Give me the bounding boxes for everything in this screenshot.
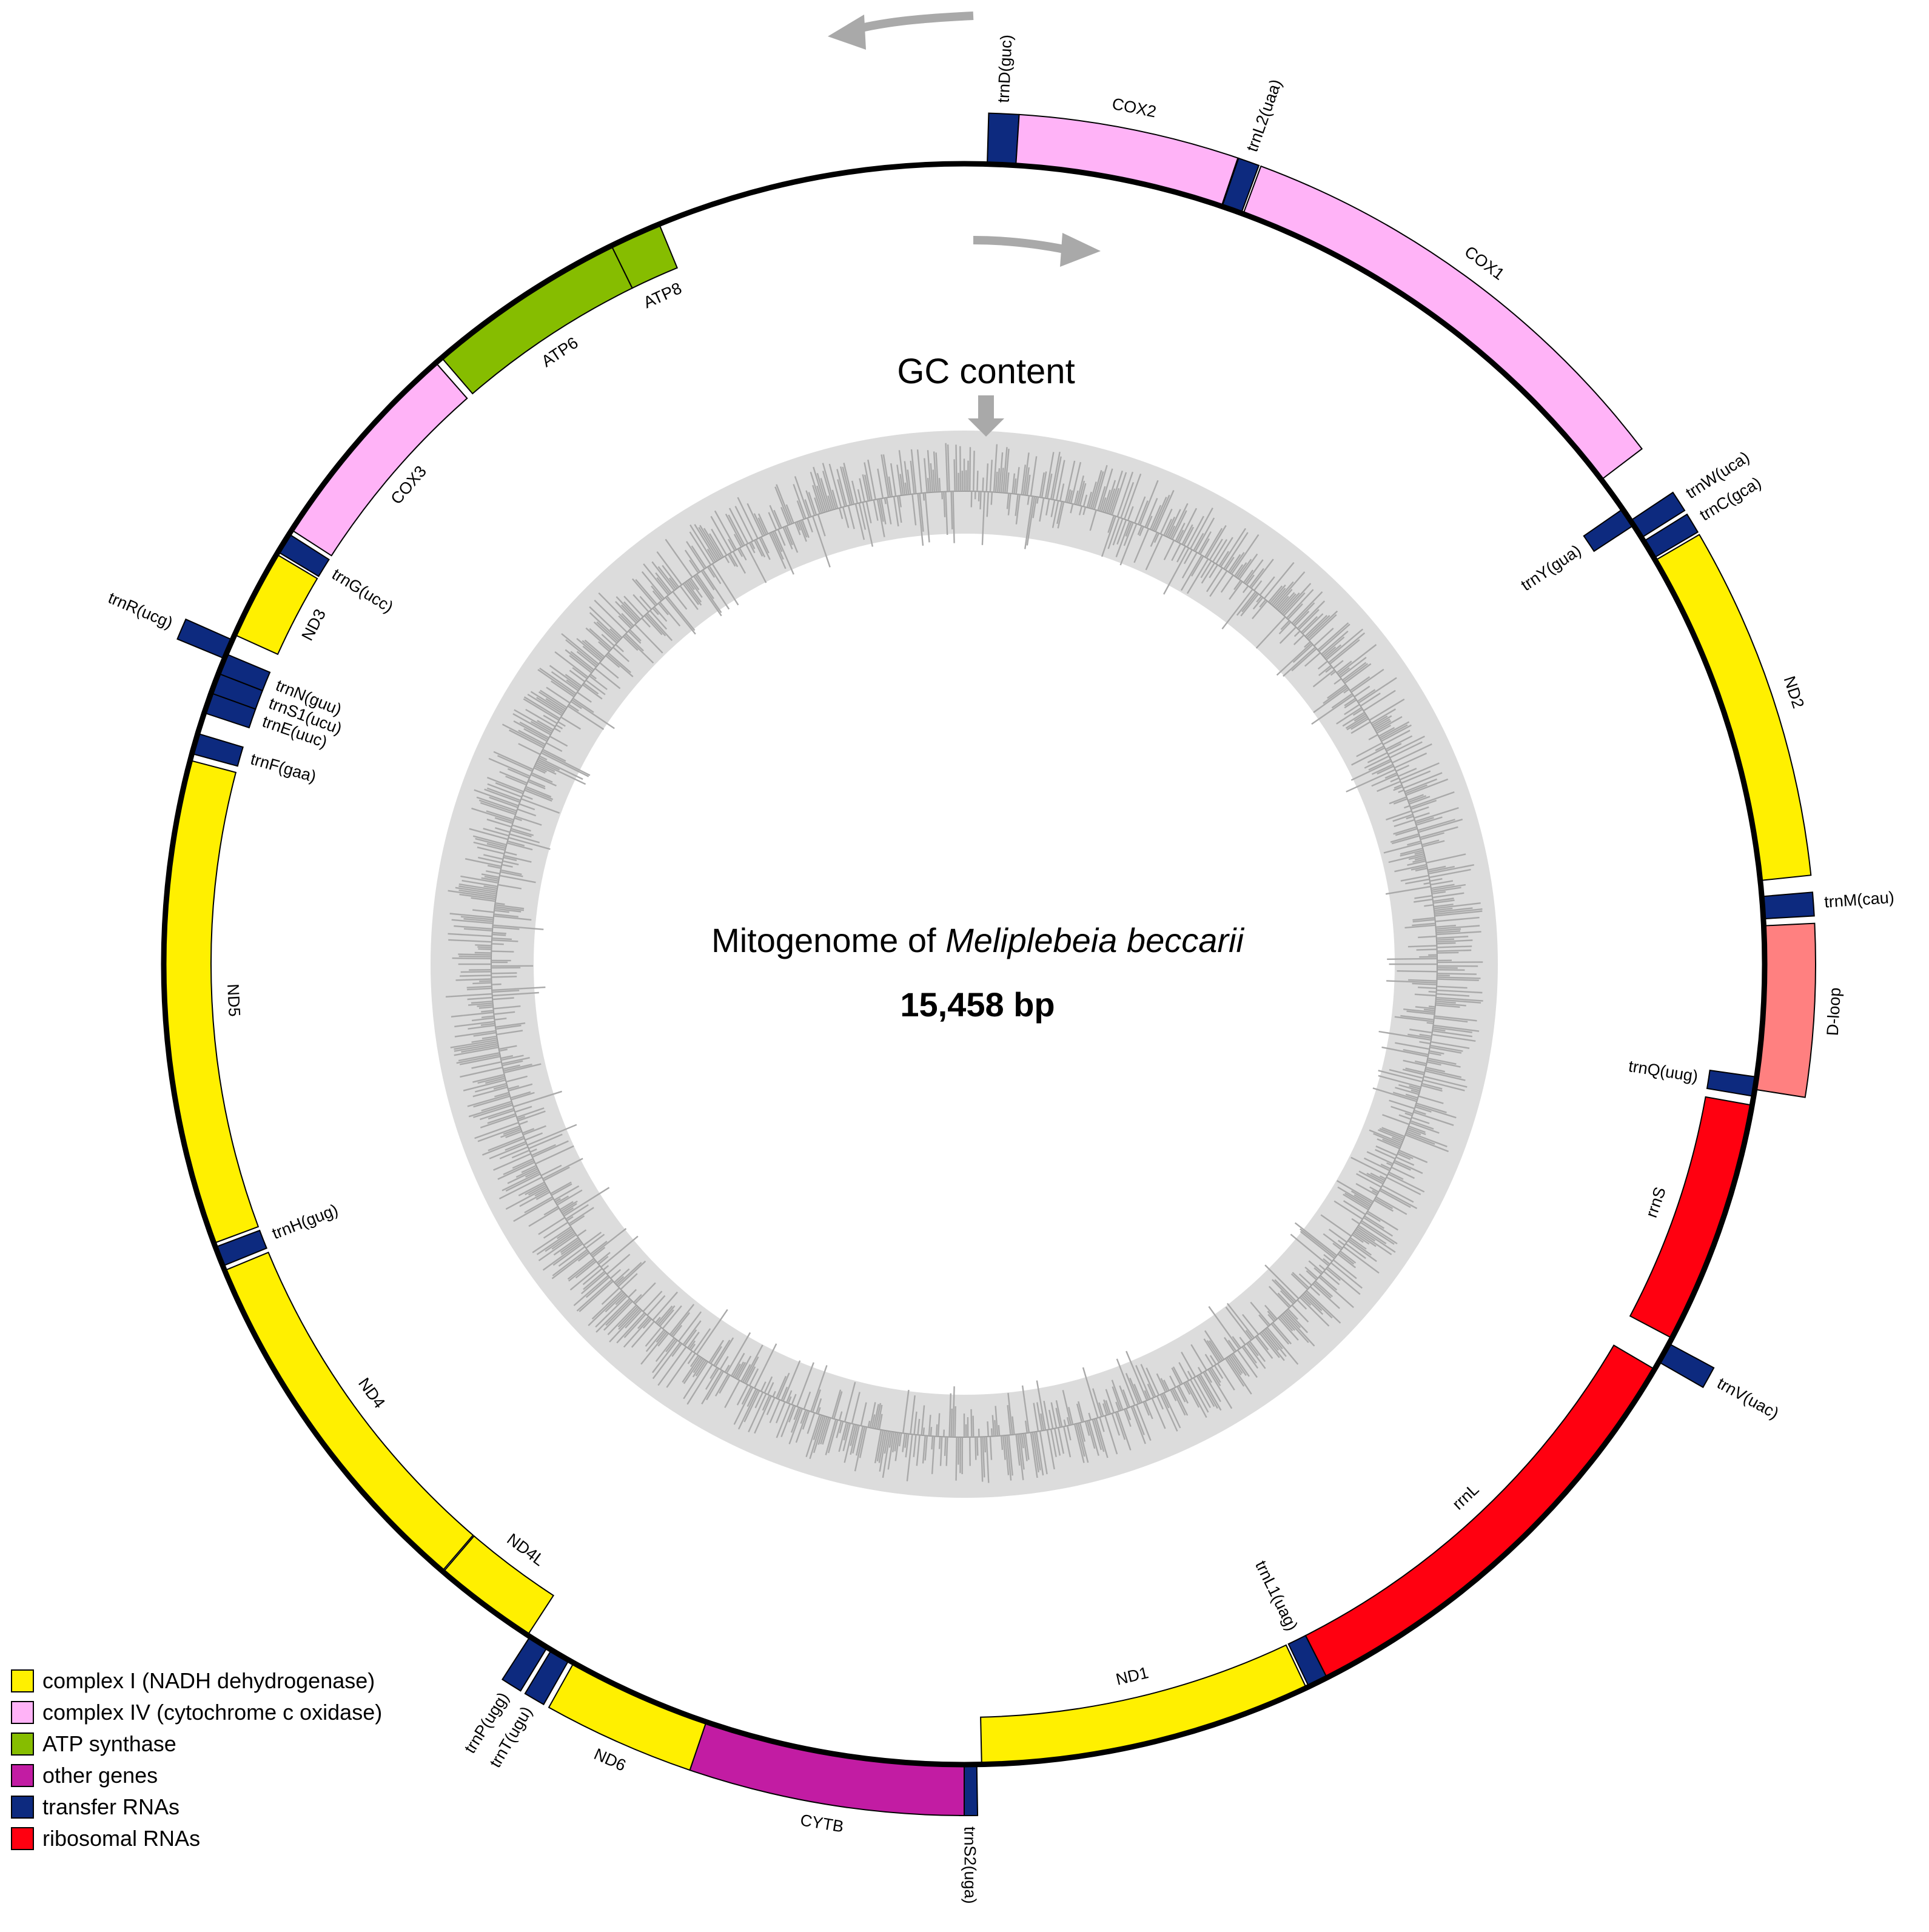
legend-swatch bbox=[11, 1827, 34, 1850]
gene-blocks bbox=[163, 112, 1816, 1817]
legend-item-atp-synthase: ATP synthase bbox=[11, 1728, 382, 1760]
gene-label: trnY(gua) bbox=[1518, 541, 1585, 594]
genome-backbone-circle bbox=[161, 161, 1768, 1768]
gene-block-rrnl bbox=[1304, 1344, 1656, 1679]
legend-item-other-genes: other genes bbox=[11, 1760, 382, 1791]
gene-block-nd6 bbox=[548, 1662, 707, 1771]
gene-block-cytb bbox=[689, 1721, 965, 1817]
gc-content-spikes bbox=[445, 443, 1483, 1483]
gene-label: rrnS bbox=[1642, 1185, 1669, 1220]
gene-label: trnR(ucg) bbox=[106, 589, 175, 632]
gc-content-pointer-icon bbox=[968, 395, 1004, 437]
legend-label: complex I (NADH dehydrogenase) bbox=[42, 1668, 375, 1693]
gene-block-trnq-uug bbox=[1706, 1069, 1757, 1098]
gene-label: trnD(guc) bbox=[995, 34, 1016, 103]
gene-block-trnd-guc bbox=[986, 112, 1020, 166]
legend-swatch bbox=[11, 1764, 34, 1787]
legend-item-complex-iv: complex IV (cytochrome c oxidase) bbox=[11, 1697, 382, 1728]
gene-label: ND3 bbox=[298, 606, 330, 644]
legend-swatch bbox=[11, 1701, 34, 1724]
legend-label: complex IV (cytochrome c oxidase) bbox=[42, 1700, 383, 1725]
gene-label: trnF(gaa) bbox=[249, 750, 318, 785]
gene-label: ND4 bbox=[355, 1375, 389, 1412]
gene-label: ND4L bbox=[503, 1530, 548, 1569]
gene-block-nd5 bbox=[163, 759, 260, 1244]
reverse-strand-arrowhead-icon bbox=[828, 15, 866, 50]
gene-label: ND1 bbox=[1114, 1663, 1150, 1689]
legend-label: transfer RNAs bbox=[42, 1794, 180, 1819]
genome-title: Mitogenome of Meliplebeia beccarii bbox=[711, 921, 1244, 959]
legend-label: other genes bbox=[42, 1763, 158, 1788]
gene-label: CYTB bbox=[799, 1811, 845, 1836]
gene-label: trnH(gug) bbox=[269, 1201, 340, 1243]
gene-label: ND5 bbox=[224, 984, 244, 1017]
gene-label: ND6 bbox=[591, 1745, 629, 1774]
legend-label: ATP synthase bbox=[42, 1731, 176, 1756]
legend-swatch bbox=[11, 1732, 34, 1756]
legend-label: ribosomal RNAs bbox=[42, 1826, 201, 1851]
gene-block-nd4 bbox=[224, 1251, 474, 1572]
legend-swatch bbox=[11, 1669, 34, 1692]
gene-label: ATP8 bbox=[641, 279, 685, 312]
gene-block-cox3 bbox=[290, 361, 468, 557]
genome-title-prefix: Mitogenome of bbox=[711, 921, 945, 959]
gene-label: trnM(cau) bbox=[1823, 888, 1894, 911]
legend-item-complex-i: complex I (NADH dehydrogenase) bbox=[11, 1665, 382, 1697]
gene-label: trnG(ucc) bbox=[329, 565, 396, 617]
legend-swatch bbox=[11, 1796, 34, 1819]
gene-label: trnL2(uaa) bbox=[1243, 77, 1285, 154]
gene-label: trnQ(uug) bbox=[1627, 1057, 1699, 1085]
gene-label: rrnL bbox=[1449, 1480, 1483, 1514]
forward-strand-arrow-icon bbox=[973, 236, 1068, 254]
gc-content-ring bbox=[431, 431, 1498, 1498]
gene-block-cox2 bbox=[1015, 113, 1239, 207]
gene-label: COX2 bbox=[1110, 95, 1158, 121]
gene-block-trnm-cau bbox=[1761, 891, 1815, 920]
legend-item-ribosomal-rnas: ribosomal RNAs bbox=[11, 1823, 382, 1854]
forward-strand-arrowhead-icon bbox=[1060, 233, 1101, 267]
gc-content-label: GC content bbox=[897, 352, 1075, 391]
gene-block-trnf-gaa bbox=[191, 733, 244, 767]
gene-block-nd2 bbox=[1654, 534, 1812, 882]
legend-item-transfer-rnas: transfer RNAs bbox=[11, 1791, 382, 1823]
gene-label: trnS2(uga) bbox=[961, 1826, 979, 1904]
gene-label: D-loop bbox=[1823, 987, 1844, 1036]
gene-block-atp6 bbox=[440, 244, 633, 395]
legend: complex I (NADH dehydrogenase) complex I… bbox=[11, 1665, 382, 1854]
genome-title-species: Meliplebeia beccarii bbox=[945, 921, 1244, 959]
genome-size: 15,458 bp bbox=[900, 985, 1055, 1024]
gene-label: trnV(uac) bbox=[1714, 1374, 1782, 1423]
gene-label: trnL1(uag) bbox=[1252, 1558, 1301, 1634]
gene-label: ND2 bbox=[1780, 674, 1808, 711]
